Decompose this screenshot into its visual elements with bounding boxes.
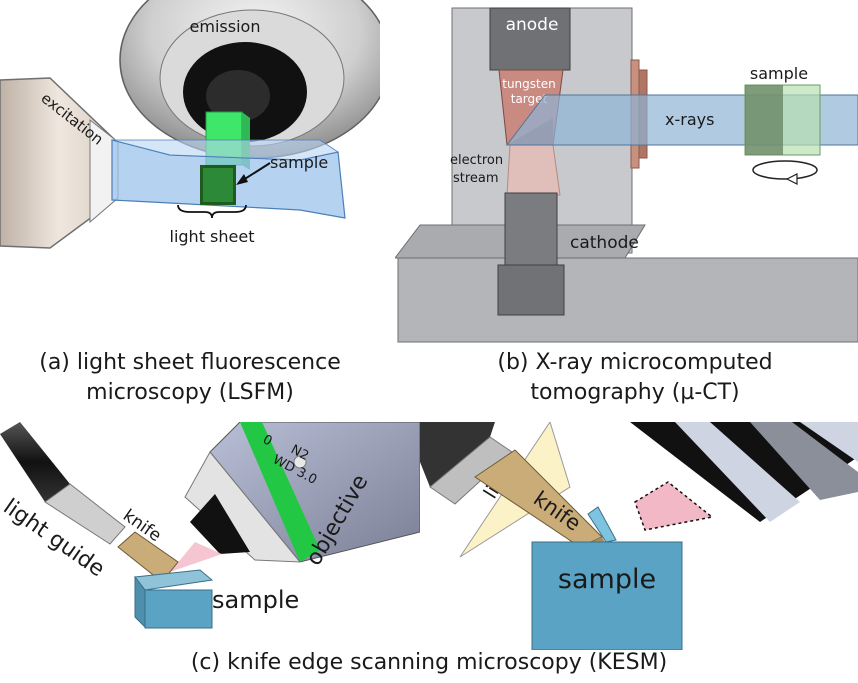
light-guide-cable <box>0 422 70 502</box>
caption-c-line: (c) knife edge scanning microscopy (KESM… <box>190 650 668 675</box>
objective-marking-n2: N2 <box>288 442 311 464</box>
panel-b-microct-diagram: anode tungsten target electron stream ca… <box>395 0 858 345</box>
xrays-label: x-rays <box>665 110 714 129</box>
tungsten-target-label-2: target <box>511 92 548 106</box>
ct-sample-label: sample <box>750 64 808 83</box>
caption-a-line-2: microscopy (LSFM) <box>86 380 294 405</box>
electron-stream-label-2: stream <box>453 171 499 186</box>
anode-label: anode <box>506 15 559 35</box>
light-guide-right <box>420 422 495 487</box>
caption-a-line-1: (a) light sheet fluorescence <box>39 350 341 375</box>
panel-c-kesm-zoom: light knife sample <box>420 422 858 650</box>
caption-a: (a) light sheet fluorescence microscopy … <box>0 348 380 408</box>
imaging-cone-right <box>634 481 714 531</box>
panel-c-kesm-overview: light guide N2 WD 3.0 0 objective knife … <box>0 422 420 650</box>
light-guide-tip <box>44 483 126 545</box>
tungsten-target-label-1: tungsten <box>502 77 555 91</box>
xray-base <box>397 257 858 343</box>
caption-b-line-1: (b) X-ray microcomputed <box>497 350 773 375</box>
panel-a-lsfm-diagram: emission excitation sample light sheet <box>0 0 380 345</box>
cathode <box>504 192 558 269</box>
anode <box>489 7 571 71</box>
imaging-cone <box>170 542 222 572</box>
electron-stream-label-1: electron <box>450 153 503 168</box>
caption-c: (c) knife edge scanning microscopy (KESM… <box>0 648 858 678</box>
sample-left-label: sample <box>212 586 299 614</box>
light-sheet-brace <box>177 204 247 219</box>
emission-label: emission <box>190 17 261 36</box>
caption-b-line-2: tomography (µ-CT) <box>530 380 740 405</box>
electron-stream <box>506 144 561 196</box>
sample-left <box>134 569 214 591</box>
sample-right-label: sample <box>558 564 656 595</box>
cathode-label: cathode <box>570 233 639 253</box>
sample-label: sample <box>270 153 328 172</box>
light-sheet-label: light sheet <box>170 227 255 246</box>
knife-left <box>117 531 179 583</box>
caption-b: (b) X-ray microcomputed tomography (µ-CT… <box>420 348 850 408</box>
sample-right <box>531 541 683 650</box>
rotation-arrow-icon <box>752 160 818 180</box>
